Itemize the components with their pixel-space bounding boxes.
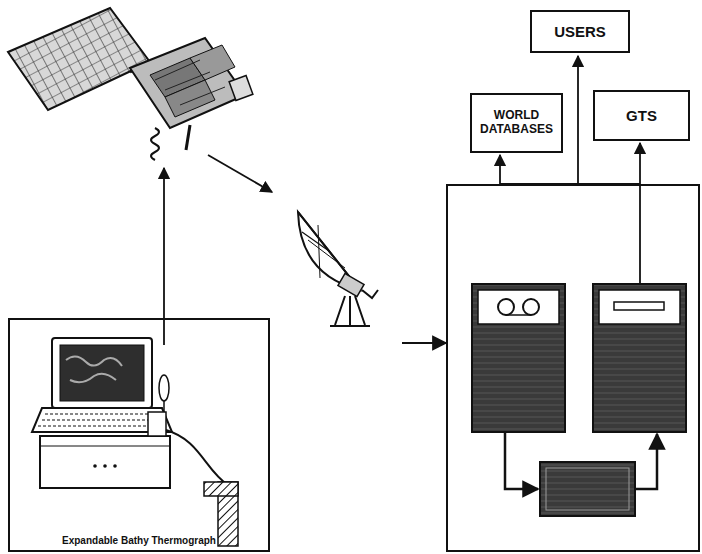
xbt-computer [32,338,238,546]
xbt-station-box: Expandable Bathy Thermograph [8,318,270,552]
box-label: WORLD DATABASES [478,109,555,137]
device-label: Expandable Bathy Thermograph [62,535,216,547]
output-box: USERS [530,10,630,53]
output-box: WORLD DATABASES [470,93,563,153]
output-box: GTS [593,90,690,141]
downlink-arrow [208,155,272,192]
dish-antenna [298,212,378,326]
satellite [8,8,253,160]
processing-centre [447,56,699,551]
box-label: USERS [554,23,606,40]
box-label: GTS [626,107,657,124]
feed-arrow [402,342,446,344]
